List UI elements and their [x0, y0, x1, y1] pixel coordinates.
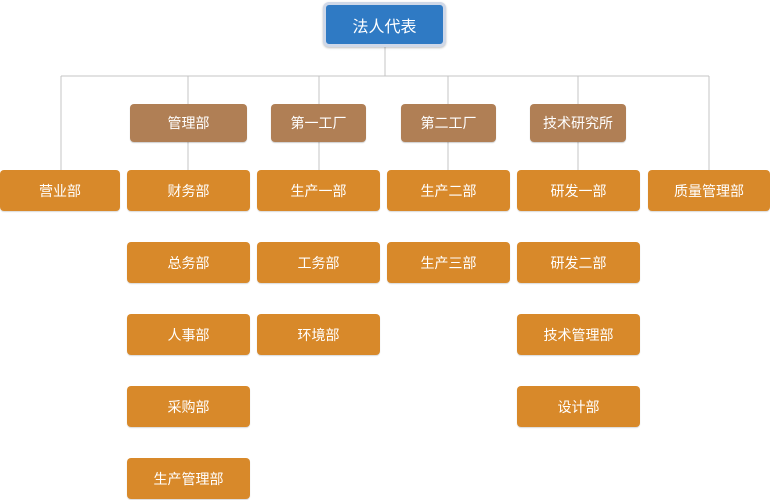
factory2-box: 第二工厂: [401, 104, 496, 142]
dept-label: 生产一部: [290, 183, 347, 200]
legal-representative-box: 法人代表: [323, 2, 446, 47]
dept-label: 生产二部: [420, 183, 477, 200]
dept-label: 总务部: [167, 255, 210, 272]
dept-box-environment: 环境部: [257, 314, 380, 355]
dept-label: 生产管理部: [153, 471, 224, 488]
quality-management-box: 质量管理部: [648, 170, 770, 211]
dept-box-general-affairs: 总务部: [127, 242, 250, 283]
sales-department-label: 营业部: [39, 183, 81, 200]
factory1-box: 第一工厂: [271, 104, 366, 142]
factory2-label: 第二工厂: [420, 116, 477, 132]
dept-box-tech-management: 技术管理部: [517, 314, 640, 355]
dept-label: 采购部: [167, 399, 210, 416]
dept-box-rnd-1: 研发一部: [517, 170, 640, 211]
factory1-label: 第一工厂: [290, 116, 347, 132]
rnd-institute-box: 技术研究所: [530, 104, 626, 142]
dept-box-production-3: 生产三部: [387, 242, 510, 283]
dept-label: 生产三部: [420, 255, 477, 272]
rnd-institute-label: 技术研究所: [543, 116, 613, 132]
dept-label: 工务部: [297, 255, 340, 272]
dept-box-engineering-works: 工务部: [257, 242, 380, 283]
dept-label: 研发一部: [550, 183, 607, 200]
dept-label: 设计部: [557, 399, 600, 416]
dept-box-design: 设计部: [517, 386, 640, 427]
dept-label: 研发二部: [550, 255, 607, 272]
dept-box-rnd-2: 研发二部: [517, 242, 640, 283]
dept-box-procurement: 采购部: [127, 386, 250, 427]
dept-box-hr: 人事部: [127, 314, 250, 355]
dept-box-production-management: 生产管理部: [127, 458, 250, 499]
admin-department-label: 管理部: [167, 116, 210, 132]
legal-representative-label: 法人代表: [352, 16, 417, 36]
dept-label: 人事部: [167, 327, 210, 344]
admin-department-box: 管理部: [130, 104, 247, 142]
sales-department-box: 营业部: [0, 170, 120, 211]
dept-label: 环境部: [297, 327, 340, 344]
dept-box-production-2: 生产二部: [387, 170, 510, 211]
dept-box-production-1: 生产一部: [257, 170, 380, 211]
quality-management-label: 质量管理部: [674, 183, 744, 200]
dept-label: 财务部: [167, 183, 210, 200]
dept-box-finance: 财务部: [127, 170, 250, 211]
dept-label: 技术管理部: [543, 327, 614, 344]
